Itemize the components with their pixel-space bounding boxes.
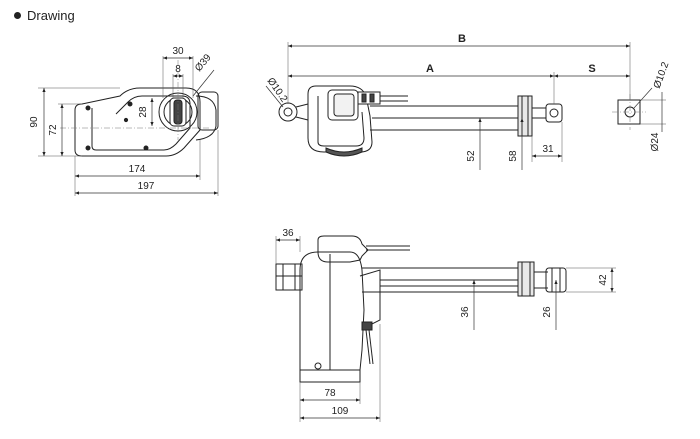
- rod-end-eye: [545, 103, 563, 123]
- dim-78: 78: [324, 388, 336, 399]
- collar-top: [517, 261, 535, 297]
- dim-109: 109: [332, 406, 349, 417]
- top-view: 36 36 26 42 78 109: [275, 228, 616, 422]
- bullet-icon: [14, 12, 21, 19]
- dim-31: 31: [542, 144, 554, 155]
- tube-end-collar: [517, 95, 533, 137]
- end-view-outline: [74, 87, 219, 157]
- dim-S: S: [588, 63, 595, 75]
- dim-174: 174: [129, 164, 146, 175]
- dim-diameter-10-2-right: Ø10.2: [652, 60, 672, 90]
- dim-B: B: [458, 33, 466, 45]
- dim-28: 28: [138, 106, 149, 118]
- dim-diameter-10-2-left: Ø10.2: [265, 76, 290, 105]
- dim-52: 52: [466, 150, 477, 162]
- drawing-heading: Drawing: [14, 8, 75, 23]
- dim-26: 26: [542, 306, 553, 318]
- dim-42: 42: [598, 274, 609, 286]
- side-view: B A S Ø10.2 Ø10.2 Ø24 52 58: [265, 33, 672, 170]
- dim-36-mid: 36: [460, 306, 471, 318]
- dim-8: 8: [175, 64, 181, 75]
- dim-diameter-24: Ø24: [650, 132, 661, 151]
- dim-197: 197: [138, 181, 155, 192]
- dim-90: 90: [29, 116, 40, 128]
- motor-body-top: [299, 251, 365, 383]
- rear-clevis: [275, 263, 303, 291]
- dim-58: 58: [508, 150, 519, 162]
- dim-A: A: [426, 63, 434, 75]
- dim-30: 30: [172, 46, 184, 57]
- dim-diameter-39: Ø39: [193, 52, 214, 74]
- end-view: 30 8 Ø39 90 72 28 174: [29, 46, 219, 196]
- motor-housing: [307, 85, 373, 153]
- drawing-title: Drawing: [27, 8, 75, 23]
- dim-36-top: 36: [282, 228, 294, 239]
- dim-72: 72: [48, 124, 59, 136]
